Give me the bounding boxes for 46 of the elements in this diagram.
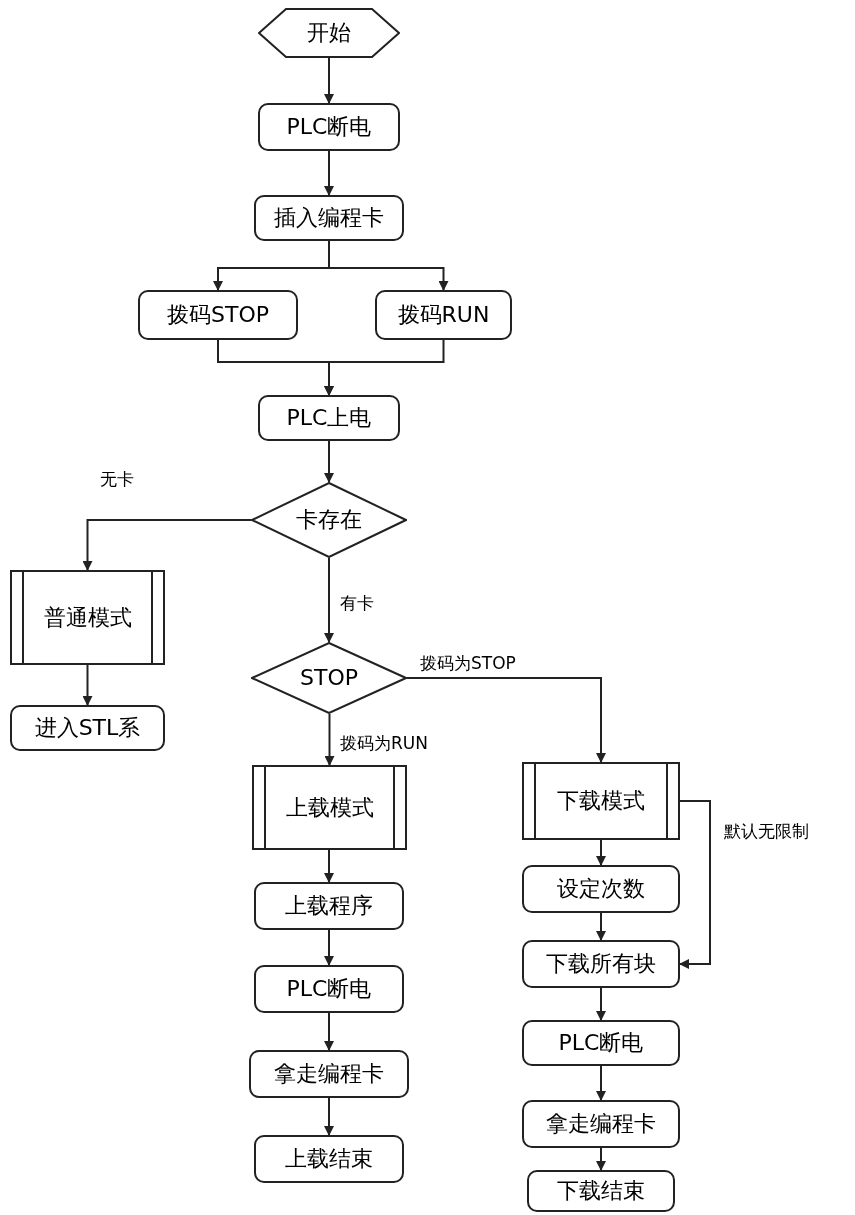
- process-box: 下载结束: [527, 1170, 675, 1212]
- process-box: PLC断电: [254, 965, 404, 1013]
- process-box: 拿走编程卡: [522, 1100, 680, 1148]
- edge-label: 有卡: [338, 592, 376, 614]
- arrow: [324, 1012, 334, 1051]
- edge-label: 默认无限制: [722, 820, 811, 842]
- arrow: [324, 150, 334, 196]
- arrow: [82, 664, 93, 706]
- process-box: 插入编程卡: [254, 195, 404, 241]
- subroutine-box: 下载模式: [522, 762, 680, 840]
- arrow: [82, 519, 252, 571]
- process-box: 上载程序: [254, 882, 404, 930]
- subroutine-box: 上载模式: [252, 765, 407, 850]
- decision-diamond: STOP: [251, 642, 407, 714]
- process-box: 拿走编程卡: [249, 1050, 409, 1098]
- arrow: [324, 57, 334, 104]
- arrow: [324, 929, 334, 966]
- arrow: [328, 240, 449, 291]
- arrow: [324, 339, 445, 396]
- process-box: 进入STL系: [10, 705, 165, 751]
- process-box: PLC上电: [258, 395, 400, 441]
- arrow: [596, 1065, 606, 1101]
- process-box: 拨码RUN: [375, 290, 512, 340]
- arrow: [324, 849, 334, 883]
- arrow: [596, 1147, 606, 1171]
- arrow: [324, 557, 334, 643]
- process-box: 下载所有块: [522, 940, 680, 988]
- arrow: [679, 800, 711, 969]
- arrow: [596, 912, 606, 941]
- arrow: [596, 839, 606, 866]
- edge-label: 拨码为RUN: [338, 732, 430, 754]
- process-box: 拨码STOP: [138, 290, 298, 340]
- process-box: 上载结束: [254, 1135, 404, 1183]
- arrow: [406, 677, 606, 763]
- process-box: PLC断电: [522, 1020, 680, 1066]
- edge-label: 无卡: [98, 468, 136, 490]
- process-box: PLC断电: [258, 103, 400, 151]
- subroutine-box: 普通模式: [10, 570, 165, 665]
- decision-diamond: 卡存在: [251, 482, 407, 558]
- edge-label: 拨码为STOP: [418, 652, 518, 674]
- arrow: [324, 713, 335, 766]
- start-terminal: 开始: [258, 8, 400, 58]
- arrow: [324, 1097, 334, 1136]
- process-box: 设定次数: [522, 865, 680, 913]
- arrow: [596, 987, 606, 1021]
- arrow: [324, 440, 334, 483]
